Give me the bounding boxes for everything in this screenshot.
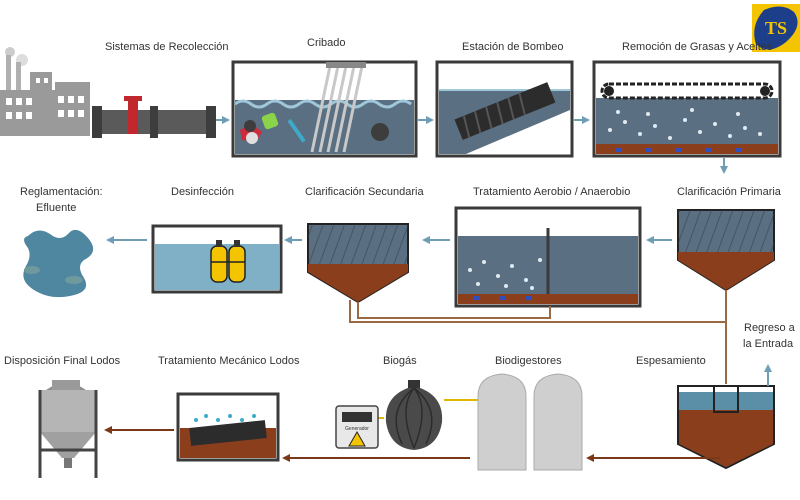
label-grease-removal: Remoción de Grasas y Aceites bbox=[622, 41, 773, 53]
label-secondary-clarifier: Clarificación Secundaria bbox=[305, 186, 424, 198]
label-disposal: Disposición Final Lodos bbox=[4, 355, 121, 367]
label-aerobic: Tratamiento Aerobio / Anaerobio bbox=[473, 186, 631, 198]
label-primary-clarifier: Clarificación Primaria bbox=[677, 186, 781, 198]
label-return-2: la Entrada bbox=[743, 338, 794, 350]
label-effluent-1: Reglamentación: bbox=[20, 186, 103, 198]
grease-removal-tank bbox=[592, 60, 782, 158]
label-screening: Cribado bbox=[307, 37, 346, 49]
ts-logo-text: TS bbox=[765, 18, 787, 38]
label-biogas: Biogás bbox=[383, 355, 417, 367]
sludge-return-lines bbox=[349, 290, 727, 384]
collection-pipe bbox=[92, 96, 216, 138]
label-return-1: Regreso a bbox=[744, 322, 795, 334]
ts-logo bbox=[752, 4, 800, 52]
generator-label: Generador bbox=[345, 426, 369, 432]
factory-icon bbox=[0, 47, 90, 136]
label-collection: Sistemas de Recolección bbox=[105, 41, 229, 53]
aerobic-tank bbox=[454, 206, 642, 308]
mechanical-treatment-tank bbox=[176, 392, 280, 462]
screening-tank bbox=[231, 60, 418, 158]
chlorine-tanks-icon bbox=[210, 240, 246, 283]
pumping-station bbox=[435, 60, 574, 158]
generator-icon bbox=[335, 405, 379, 449]
biodigester-tanks bbox=[477, 373, 583, 471]
disposal-hopper-icon bbox=[38, 380, 98, 478]
thickening-tank bbox=[677, 385, 775, 470]
label-thickening: Espesamiento bbox=[636, 355, 706, 367]
secondary-clarifier bbox=[307, 223, 409, 304]
label-mechanical: Tratamiento Mecánico Lodos bbox=[158, 355, 300, 367]
label-effluent-2: Efluente bbox=[36, 202, 77, 214]
label-pumping: Estación de Bombeo bbox=[462, 41, 564, 53]
primary-clarifier bbox=[677, 209, 775, 292]
label-disinfection: Desinfección bbox=[171, 186, 234, 198]
biogas-balloon-icon bbox=[385, 380, 443, 450]
label-biodigesters: Biodigestores bbox=[495, 355, 562, 367]
effluent-pond-icon bbox=[23, 229, 94, 298]
